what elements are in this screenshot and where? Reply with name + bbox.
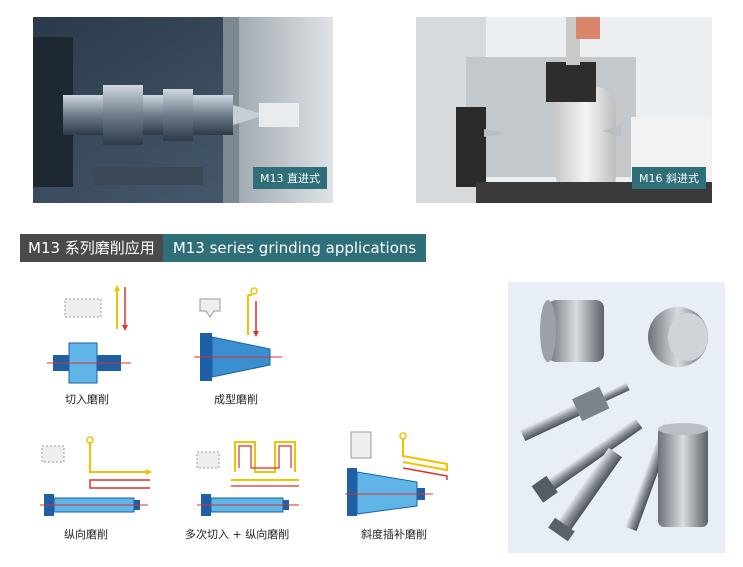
- diagram-multi-plunge-traverse: 多次切入 + 纵向磨削: [185, 432, 305, 541]
- diagram-taper-interpolation: 斜度插补磨削: [343, 428, 463, 541]
- diagram-plunge-grinding: 切入磨削: [45, 285, 135, 406]
- photo-caption: M13 直进式: [253, 167, 327, 189]
- diagram-label: 切入磨削: [65, 393, 109, 406]
- diagram-label: 多次切入 + 纵向磨削: [185, 528, 290, 541]
- machined-parts-photo: [508, 282, 725, 553]
- photo-caption: M16 斜进式: [632, 167, 706, 189]
- diagram-form-grinding: 成型磨削: [190, 285, 290, 406]
- section-title: M13 系列磨削应用 M13 series grinding applicati…: [20, 234, 427, 262]
- photo-m16-angular: M16 斜进式: [416, 17, 712, 203]
- section-title-zh: M13 系列磨削应用: [20, 234, 163, 262]
- diagram-label: 纵向磨削: [64, 528, 108, 541]
- diagram-traverse-grinding: 纵向磨削: [38, 432, 158, 541]
- photo-m13-plunge: M13 直进式: [33, 17, 333, 203]
- section-title-en: M13 series grinding applications: [162, 234, 427, 262]
- diagram-label: 成型磨削: [214, 393, 258, 406]
- diagram-label: 斜度插补磨削: [361, 528, 427, 541]
